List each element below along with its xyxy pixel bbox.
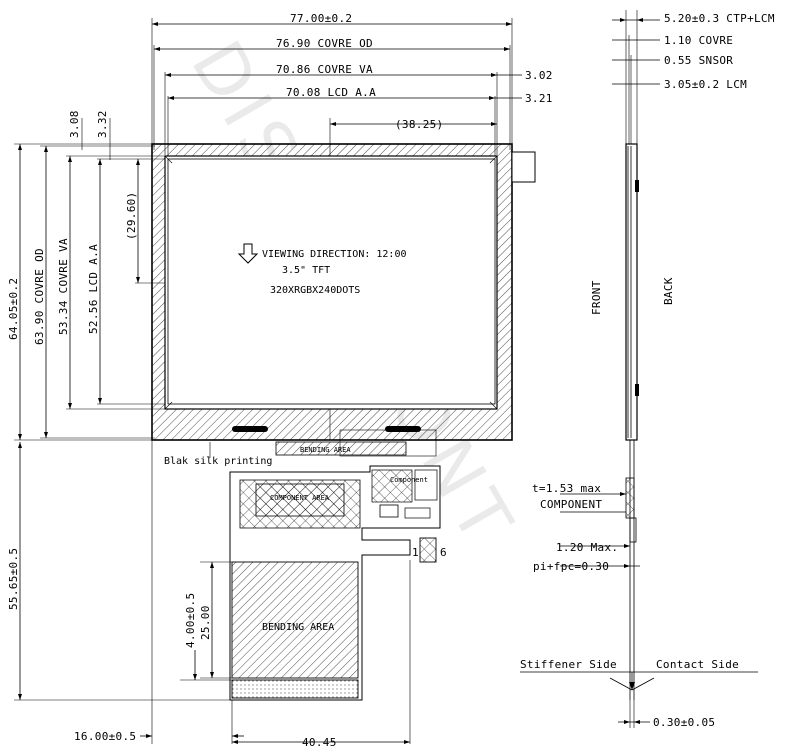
fpc <box>14 429 441 744</box>
lcm-thickness-label: 3.05±0.2 LCM <box>664 78 747 91</box>
lcd-aa-height-label: 52.56 LCD A.A <box>87 244 100 334</box>
cover-thickness-label: 1.10 COVRE <box>664 34 733 47</box>
pin-first-label: 1 <box>412 546 419 559</box>
fpc-length-label: 55.65±0.5 <box>7 548 20 610</box>
right-offset-2-label: 3.21 <box>525 92 553 105</box>
viewing-direction-arrow-icon <box>237 243 259 264</box>
component-area-label: COMPONENT AREA <box>270 494 330 502</box>
component-label: COMPONENT <box>540 498 602 511</box>
cover-va-height-label: 53.34 COVRE VA <box>57 238 70 335</box>
top-offset-2-label: 3.32 <box>96 110 109 138</box>
ctp-width-label: 77.00±0.2 <box>290 12 352 25</box>
total-thickness-label: 5.20±0.3 CTP+LCM <box>664 12 775 25</box>
lcd-aa-width-label: 70.08 LCD A.A <box>286 86 376 99</box>
panel-size-label: 3.5" TFT <box>282 265 330 276</box>
silk-printing-label: Blak silk printing <box>164 456 272 467</box>
fpc-left-offset-label: 16.00±0.5 <box>74 730 136 743</box>
tail-thickness-label: 0.30±0.05 <box>653 716 715 729</box>
left-dimensions <box>14 118 497 441</box>
viewing-direction-label: VIEWING DIRECTION: 12:00 <box>262 249 407 260</box>
max-thickness-label: 1.20 Max. <box>556 541 618 554</box>
component-thickness-label: t=1.53 max <box>532 482 601 495</box>
contact-side-label: Contact Side <box>656 658 739 671</box>
cover-od-height-label: 63.90 COVRE OD <box>33 248 46 345</box>
bending-area-top-label: BENDING AREA <box>300 446 351 454</box>
tail-height-label: 25.00 <box>199 605 212 640</box>
cover-od-width-label: 76.90 COVRE OD <box>276 37 373 50</box>
ctp-height-label: 64.05±0.2 <box>7 278 20 340</box>
top-dimensions <box>151 18 522 440</box>
front-label: FRONT <box>590 280 603 315</box>
center-offset-x-label: (38.25) <box>395 118 443 131</box>
right-offset-1-label: 3.02 <box>525 69 553 82</box>
lcd-panel <box>151 143 536 441</box>
side-view <box>520 10 758 728</box>
component-small-label: Component <box>390 476 428 484</box>
center-offset-y-label: (29.60) <box>125 192 138 240</box>
resolution-label: 320XRGBX240DOTS <box>270 285 360 296</box>
pin-last-label: 6 <box>440 546 447 559</box>
sensor-thickness-label: 0.55 SNSOR <box>664 54 733 67</box>
cover-va-width-label: 70.86 COVRE VA <box>276 63 373 76</box>
top-offset-1-label: 3.08 <box>68 110 81 138</box>
tail-offset-label: 4.00±0.5 <box>184 593 197 648</box>
back-label: BACK <box>662 277 675 305</box>
stiffener-side-label: Stiffener Side <box>520 658 617 671</box>
bending-area-tail-label: BENDING AREA <box>262 622 334 633</box>
pi-fpc-label: pi+fpc=0.30 <box>533 560 609 573</box>
fpc-width-label: 40.45 <box>302 736 337 749</box>
